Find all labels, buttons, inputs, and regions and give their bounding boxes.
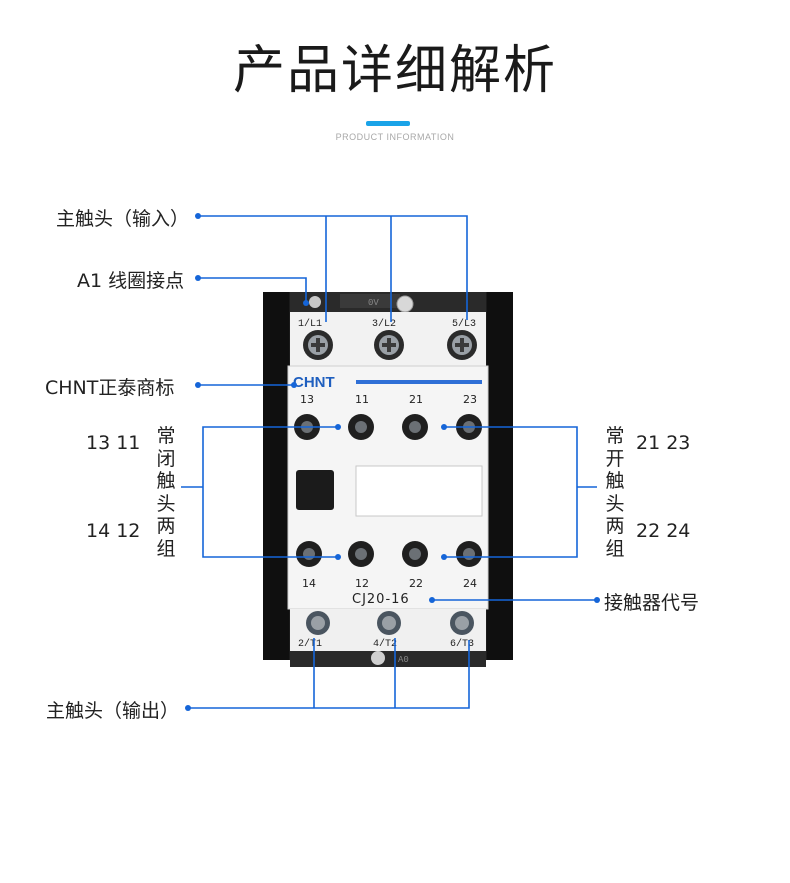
nc-bracket — [202, 426, 338, 558]
main-screw-icon — [374, 330, 404, 360]
label-window — [355, 465, 483, 517]
aux-screw-icon — [402, 414, 428, 440]
a1-leader — [198, 277, 307, 303]
label-nc-contacts: 常闭触头两组 — [156, 425, 176, 560]
callout-lines — [181, 215, 597, 709]
no-numbers-top: 21 23 — [636, 432, 691, 454]
label-main-contact-input: 主触头（输入） — [56, 208, 190, 230]
page-title: 产品详细解析 — [232, 41, 557, 101]
terminal-label-2-t1: 2/T1 — [298, 638, 322, 650]
housing-left-side — [263, 292, 289, 660]
terminal-label-6-t3: 6/T3 — [450, 638, 474, 650]
brand-stripe — [356, 380, 482, 384]
brand-logo: CHNT — [293, 374, 335, 391]
aux-screw-icon — [348, 541, 374, 567]
aux-number: 24 — [463, 577, 477, 590]
no-numbers-bottom: 22 24 — [636, 520, 691, 542]
label-no-contacts: 常开触头两组 — [605, 425, 625, 560]
terminal-label-3-l2: 3/L2 — [372, 318, 396, 330]
aux-screw-icon — [296, 541, 322, 567]
bottom-strip-text: A0 — [398, 655, 409, 665]
actuator-button — [296, 470, 334, 510]
output-leader — [188, 640, 470, 709]
aux-number: 23 — [463, 393, 477, 406]
main-screw-icon — [377, 611, 401, 635]
terminal-label-1-l1: 1/L1 — [298, 318, 322, 330]
contactor-device: 0V 1/L1 3/L2 5/L3 CHNT 13 11 21 23 — [263, 292, 513, 667]
nc-numbers-bottom: 14 12 — [86, 520, 141, 542]
label-model-code: 接触器代号 — [604, 592, 700, 614]
aux-number: 12 — [355, 577, 369, 590]
housing-right-side — [487, 292, 513, 660]
aux-number: 14 — [302, 577, 316, 590]
label-a1-coil-contact: A1 线圈接点 — [77, 270, 185, 292]
aux-screw-icon — [456, 541, 482, 567]
label-main-contact-output: 主触头（输出） — [46, 700, 180, 722]
main-screw-icon — [450, 611, 474, 635]
main-screw-icon — [306, 611, 330, 635]
label-brand-mark: CHNT正泰商标 — [45, 377, 175, 399]
input-leader — [198, 215, 468, 320]
aux-number: 21 — [409, 393, 423, 406]
nc-numbers-top: 13 11 — [86, 432, 141, 454]
callout-dots — [185, 213, 600, 711]
aux-number: 13 — [300, 393, 314, 406]
terminal-label-4-t2: 4/T2 — [373, 638, 397, 650]
no-bracket — [444, 426, 578, 558]
main-screw-icon — [447, 330, 477, 360]
model-code: CJ20-16 — [352, 592, 410, 607]
bottom-screw-icon — [371, 651, 385, 665]
bottom-terminal-strip — [290, 651, 486, 667]
page-subtitle: PRODUCT INFORMATION — [335, 132, 455, 142]
main-screw-icon — [303, 330, 333, 360]
title-accent-bar — [366, 121, 410, 126]
aux-number: 22 — [409, 577, 423, 590]
top-screw-icon — [396, 295, 414, 313]
top-strip-text: 0V — [368, 298, 379, 308]
aux-screw-icon — [348, 414, 374, 440]
terminal-label-5-l3: 5/L3 — [452, 318, 476, 330]
aux-screw-icon — [402, 541, 428, 567]
aux-number: 11 — [355, 393, 369, 406]
